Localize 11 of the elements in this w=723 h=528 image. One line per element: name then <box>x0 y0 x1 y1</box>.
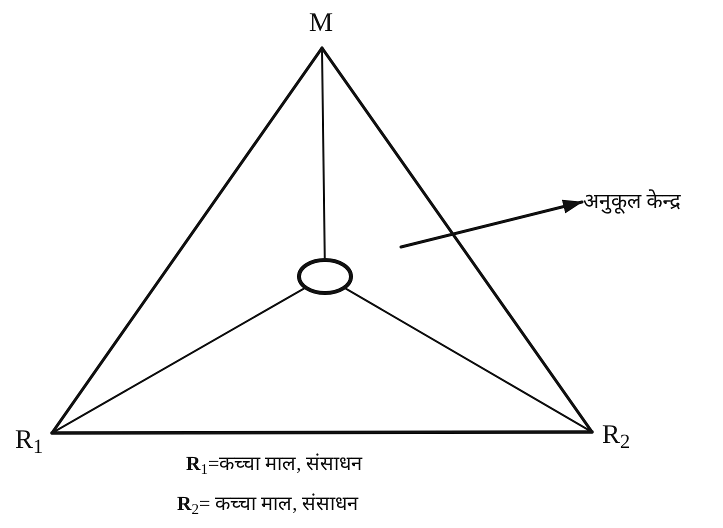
line <box>320 46 594 434</box>
vertex-label: R$_{1}$ <box>15 424 44 454</box>
arrow <box>400 200 584 248</box>
line <box>50 430 594 435</box>
vertex-label: R$_{2}$ <box>602 419 630 449</box>
vertex-label: M <box>309 7 334 37</box>
callout-label: अनुकूल केन्द्र <box>583 186 680 216</box>
legend-note: R$_{1}$=कच्चा माल, संसाधन <box>186 452 362 479</box>
center-ellipse <box>297 258 353 295</box>
legend-note: R$_{2}$= कच्चा माल, संसाधन <box>177 492 358 519</box>
line <box>50 46 324 434</box>
